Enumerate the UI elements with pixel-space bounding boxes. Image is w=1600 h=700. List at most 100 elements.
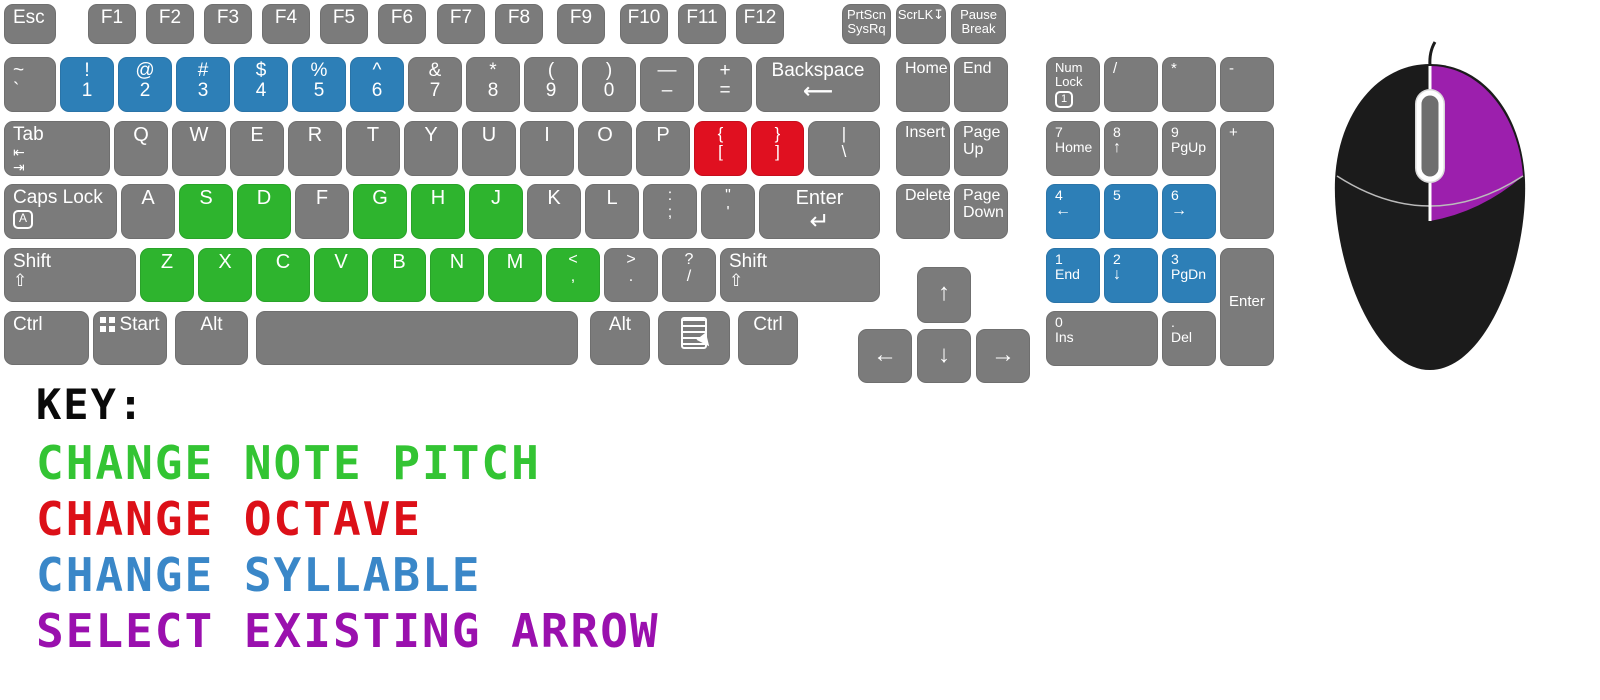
key-label: Backspace (771, 60, 865, 81)
key-ralt: Alt (590, 311, 650, 365)
key-label: 3 (197, 80, 209, 102)
key-label: End (963, 60, 992, 77)
key-label: Ins (1055, 328, 1074, 345)
key-label: Caps Lock (13, 187, 103, 208)
key-arrow-up: ↑ (917, 267, 971, 323)
key-label: SysRq (847, 20, 886, 36)
key-label: 9 (1171, 124, 1179, 140)
key-label: ' (726, 203, 730, 221)
key-label: F2 (158, 7, 182, 28)
key-np-dot: .Del (1162, 311, 1216, 366)
key-label: Ctrl (753, 314, 783, 335)
key-label: ScrLK↧ (897, 7, 945, 22)
key-label: 4 (255, 80, 267, 102)
key-label: 8 (487, 80, 499, 102)
key-label: F3 (216, 7, 240, 28)
key-9: (9 (524, 57, 578, 112)
key-label: F11 (686, 7, 718, 28)
legend-title: KEY: (36, 380, 146, 429)
key-label: Home (905, 60, 948, 77)
key-np4: 4← (1046, 184, 1100, 239)
key-label: 1 (81, 80, 93, 102)
key-lctrl: Ctrl (4, 311, 89, 365)
key-end: End (954, 57, 1008, 112)
key-semicolon: :; (643, 184, 697, 239)
key-label: ⟵ (802, 80, 834, 104)
key-label: E (250, 124, 264, 146)
key-f3: F3 (204, 4, 252, 44)
key-label: = (719, 80, 731, 102)
key-label: Start (119, 314, 160, 335)
key-label: T (366, 124, 380, 146)
key-label: * (489, 60, 497, 81)
key-label: ` (13, 80, 20, 102)
legend-item-change-note-pitch: CHANGE NOTE PITCH (36, 436, 541, 490)
key-label: Enter (795, 187, 844, 209)
key-label: F8 (507, 7, 531, 28)
key-insert: Insert (896, 121, 950, 176)
key-i: I (520, 121, 574, 176)
key-label: Home (1055, 138, 1093, 155)
key-label: Num (1055, 60, 1083, 75)
key-label: Q (133, 124, 149, 146)
key-label: PgUp (1171, 138, 1207, 155)
key-label: PgDn (1171, 265, 1207, 282)
key-w: W (172, 121, 226, 176)
key-np5: 5 (1104, 184, 1158, 239)
key-f10: F10 (620, 4, 668, 44)
key-label: ← (1055, 201, 1071, 219)
key-arrow-left: ← (858, 329, 912, 383)
key-label: 5 (313, 80, 325, 102)
key-label: 8 (1113, 124, 1121, 140)
key-label: Alt (200, 314, 223, 335)
key-lalt: Alt (175, 311, 248, 365)
key-label: % (310, 60, 328, 81)
key-m: M (488, 248, 542, 302)
key-f6: F6 (378, 4, 426, 44)
key-f: F (295, 184, 349, 239)
key-label: B (392, 251, 406, 273)
key-label: / (686, 267, 692, 285)
key-label: & (428, 60, 442, 81)
legend-item-change-octave: CHANGE OCTAVE (36, 492, 423, 546)
key-np8: 8↑ (1104, 121, 1158, 176)
key-home: Home (896, 57, 950, 112)
key-equals: += (698, 57, 752, 112)
key-label: ~ (13, 60, 25, 81)
key-label: 4 (1055, 187, 1063, 203)
key-z: Z (140, 248, 194, 302)
key-n: N (430, 248, 484, 302)
key-8: *8 (466, 57, 520, 112)
key-label: F5 (332, 7, 356, 28)
key-label: { (717, 124, 724, 143)
key-esc: Esc (4, 4, 56, 44)
key-label: Z (160, 251, 174, 273)
key-v: V (314, 248, 368, 302)
key-label: Up (963, 140, 984, 158)
key-label: ⇧ (729, 271, 744, 291)
key-label: N (449, 251, 465, 273)
key-label: @ (135, 60, 155, 81)
key-label: Enter (1229, 293, 1265, 310)
key-label: | (841, 124, 847, 143)
key-np2: 2↓ (1104, 248, 1158, 303)
key-label: Tab (13, 124, 44, 145)
key-label: A (141, 187, 155, 209)
key-label: ↑ (1113, 138, 1121, 156)
key-label: F12 (743, 7, 777, 28)
mouse-scroll-wheel-ring (1415, 89, 1445, 183)
key-0: )0 (582, 57, 636, 112)
key-label: → (1171, 201, 1187, 219)
mouse-scroll-wheel (1416, 90, 1444, 182)
key-label: G (372, 187, 388, 209)
key-label: I (544, 124, 550, 146)
key-f2: F2 (146, 4, 194, 44)
key-label: – (661, 80, 673, 102)
key-start: Start (93, 311, 167, 365)
